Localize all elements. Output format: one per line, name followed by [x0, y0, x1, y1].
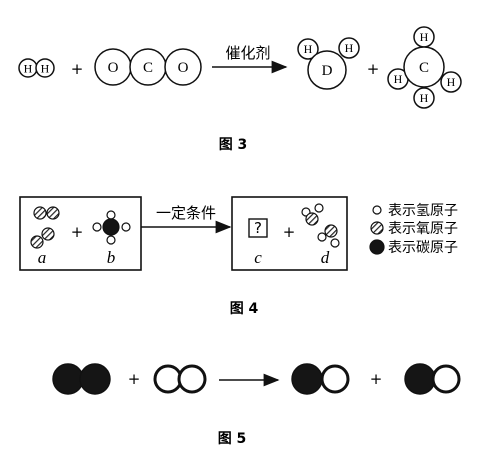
- figure-5: + + 图 5: [52, 363, 461, 447]
- product-molecule-1: [291, 363, 350, 395]
- plus-sign: +: [128, 370, 141, 388]
- oxygen-molecule-a: [30, 206, 60, 249]
- reaction-condition: 一定条件: [156, 204, 216, 222]
- plus-sign: +: [283, 223, 296, 241]
- label-c: c: [254, 248, 262, 267]
- atom-h-label: H: [304, 42, 313, 56]
- atom-h-label: H: [420, 91, 429, 105]
- atom-legend: 表示氢原子 表示氧原子 表示碳原子: [369, 203, 458, 256]
- atom-h-label: H: [447, 75, 456, 89]
- unknown-box: [248, 218, 268, 238]
- figure-3: H H + O C O 催化剂 H H D +: [18, 26, 462, 153]
- figure-caption: 图 5: [218, 431, 247, 447]
- atom-h-label: H: [420, 30, 429, 44]
- atom-c-label: C: [419, 60, 429, 76]
- legend-carbon: 表示碳原子: [388, 240, 458, 256]
- atom-o-label: O: [178, 60, 189, 76]
- atom-h-label: H: [345, 41, 354, 55]
- hydrogen-molecule: H H: [18, 58, 55, 78]
- atom-h-label: H: [41, 62, 50, 76]
- product-molecule-2: [404, 363, 461, 395]
- unknown-mark: ?: [254, 219, 262, 237]
- carbon-atom-icon: [369, 239, 385, 255]
- reaction-condition: 催化剂: [225, 44, 270, 62]
- atom-c-label: C: [143, 60, 153, 76]
- label-b: b: [107, 248, 116, 267]
- plus-sign: +: [367, 60, 380, 78]
- legend-hydrogen: 表示氢原子: [388, 203, 458, 219]
- methane-molecule: H H H H C: [387, 26, 462, 109]
- plus-sign: +: [71, 223, 84, 241]
- hydrogen-atom-icon: [372, 205, 382, 215]
- plus-sign: +: [71, 60, 84, 78]
- figure-4: + a b 一定条件 ? + c d: [19, 196, 458, 317]
- dark-diatomic-molecule: [52, 363, 111, 395]
- figure-caption: 图 3: [219, 137, 248, 153]
- atom-o-label: O: [108, 60, 119, 76]
- plus-sign: +: [370, 370, 383, 388]
- atom-d-label: D: [322, 63, 333, 79]
- label-d: d: [321, 248, 330, 267]
- h2d-molecule: H H D: [297, 37, 360, 90]
- light-diatomic-molecule: [153, 364, 207, 394]
- label-a: a: [38, 248, 47, 267]
- methane-molecule-b: [92, 210, 131, 245]
- atom-h-label: H: [394, 72, 403, 86]
- carbon-dioxide-molecule: O C O: [94, 48, 202, 86]
- legend-oxygen: 表示氧原子: [388, 221, 458, 237]
- water-molecules-d: [301, 203, 340, 248]
- reactants-box: [19, 196, 142, 271]
- products-box: [231, 196, 348, 271]
- atom-h-label: H: [24, 62, 33, 76]
- figure-caption: 图 4: [230, 301, 259, 317]
- oxygen-atom-icon: [370, 221, 384, 235]
